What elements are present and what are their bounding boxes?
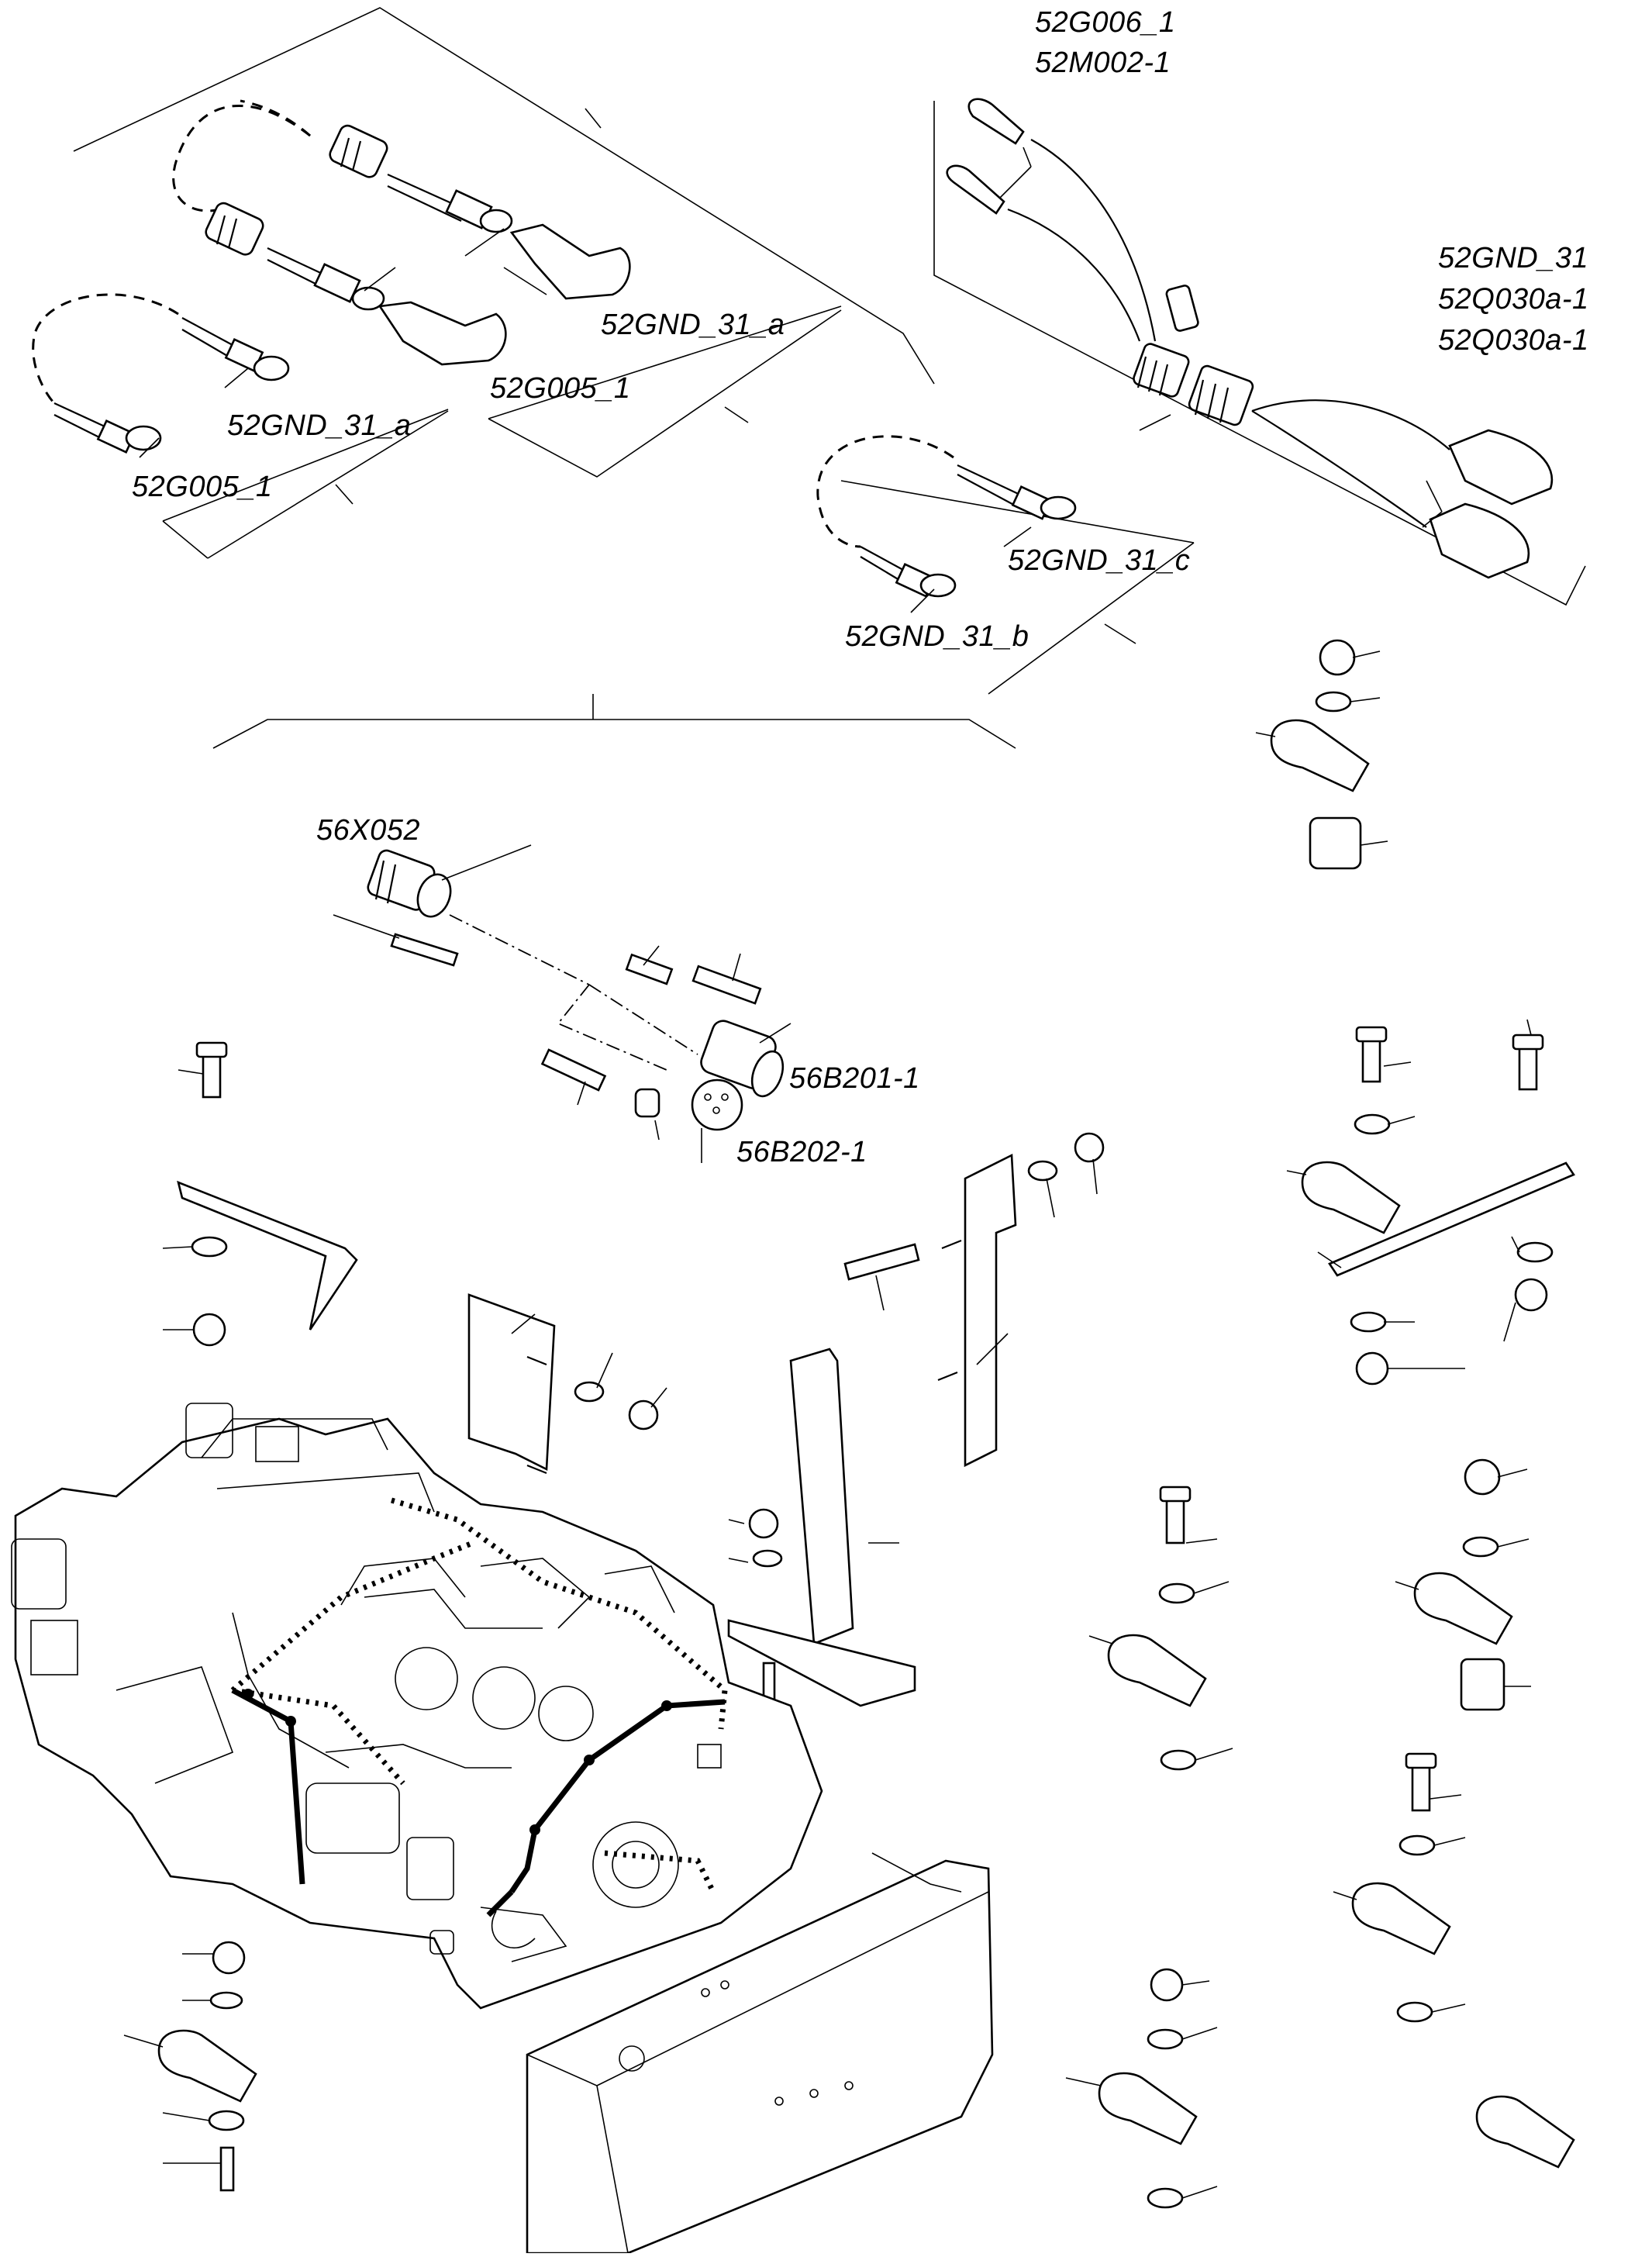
label-52q030a-1-second: 52Q030a-1 xyxy=(1438,324,1589,357)
clamp-set-bottom-left xyxy=(123,1941,257,2192)
bracket-clamp-set-right xyxy=(1286,1019,1575,1386)
label-52q030a-1-first: 52Q030a-1 xyxy=(1438,283,1589,316)
clamp-set-right-middle xyxy=(1395,1458,1531,1711)
label-52g005-1-lower: 52G005_1 xyxy=(132,471,273,503)
sensor-connector-group xyxy=(333,844,792,1163)
label-52gnd-31-a-lower: 52GND_31_a xyxy=(227,409,412,442)
sensor-56b201-1 xyxy=(700,1020,785,1098)
lower-left-battery-cables xyxy=(32,293,290,458)
sensor-group-frame xyxy=(212,694,1016,749)
battery-cable-group-frame xyxy=(73,7,935,559)
tall-bracket-center xyxy=(727,1348,916,1707)
small-bracket-left xyxy=(162,1041,358,1347)
label-52gnd-31-b: 52GND_31_b xyxy=(845,620,1029,653)
harness-connector xyxy=(1133,343,1254,426)
upper-battery-cables xyxy=(172,99,631,366)
clamp-set-center-bottom xyxy=(1088,1486,1233,1771)
label-52gnd-31: 52GND_31 xyxy=(1438,242,1589,274)
label-56x052: 56X052 xyxy=(316,814,421,847)
clamp-bottom-right xyxy=(1475,2095,1575,2169)
clamp-set-bottom-center xyxy=(1065,1968,1218,2209)
label-52gnd-31-a-upper: 52GND_31_a xyxy=(601,309,785,341)
label-52g006-1: 52G006_1 xyxy=(1035,6,1176,39)
label-52gnd-31-c: 52GND_31_c xyxy=(1008,544,1191,577)
label-52m002-1: 52M002-1 xyxy=(1035,47,1171,79)
label-52g005-1-upper: 52G005_1 xyxy=(490,372,631,405)
vertical-bracket-right xyxy=(843,1132,1105,1468)
middle-ground-cables xyxy=(816,435,1195,695)
label-56b202-1: 56B202-1 xyxy=(736,1136,867,1168)
label-56b201-1: 56B201-1 xyxy=(789,1062,920,1095)
cable-gland-upper xyxy=(329,124,388,178)
sensor-mount-plate xyxy=(467,1293,667,1475)
connector-56x052 xyxy=(367,849,452,918)
cable-gland-lower xyxy=(205,202,264,256)
engine-assembly xyxy=(11,1403,823,2010)
clamp-set-top-right xyxy=(1255,639,1388,870)
starter-cable-harness xyxy=(933,98,1586,606)
sensor-56b202-1 xyxy=(691,1078,743,1131)
clamp-set-right-lower xyxy=(1333,1752,1466,2023)
